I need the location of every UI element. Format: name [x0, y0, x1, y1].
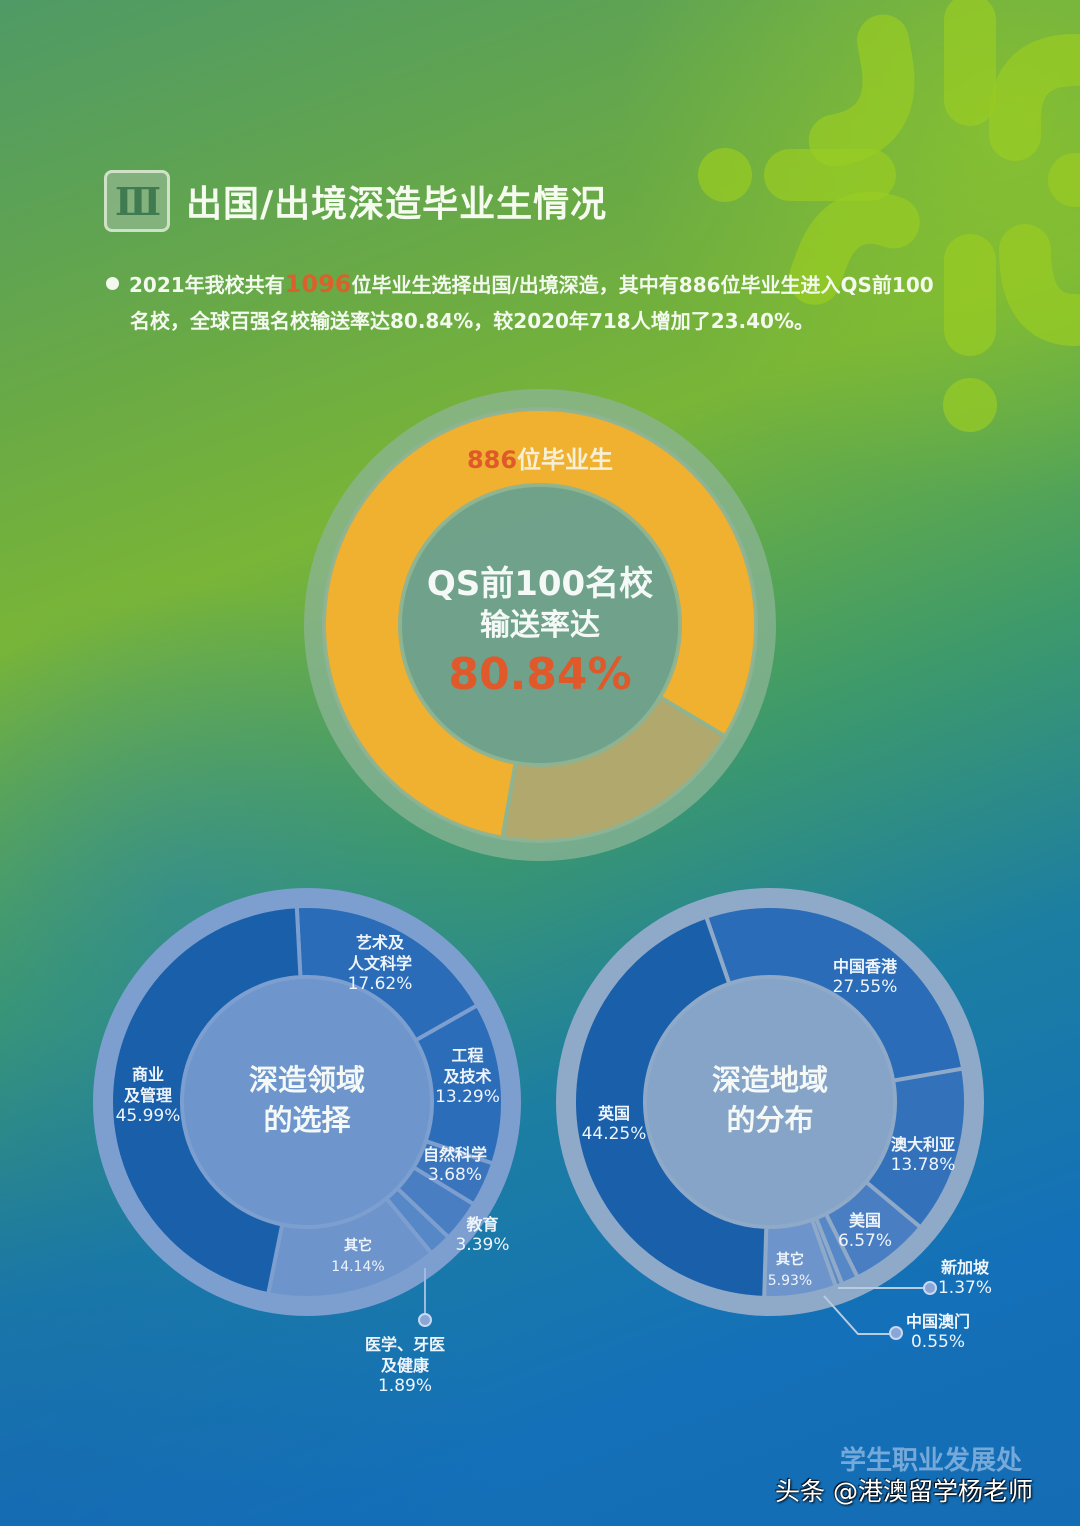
org-watermark: 学生职业发展处: [840, 1446, 1023, 1476]
donut-segment: [572, 914, 769, 1300]
donut-segment: [109, 904, 303, 1297]
decorative-logo-pattern: [698, 0, 1080, 432]
top-donut-label: 886位毕业生: [440, 440, 640, 475]
intro-highlight-number: 1096: [284, 270, 352, 298]
field-center-line1: 深造领域: [248, 1063, 365, 1097]
top-center-line1: QS前100名校: [426, 564, 654, 604]
section-numeral: Ⅲ: [114, 178, 161, 224]
top-label-text: 位毕业生: [517, 446, 614, 474]
platform-watermark: 头条 @港澳留学杨老师: [775, 1477, 1033, 1506]
donut-segment: [322, 407, 758, 841]
section-header: Ⅲ 出国/出境深造毕业生情况: [104, 170, 607, 232]
intro-paragraph: 2021年我校共有1096位毕业生选择出国/出境深造，其中有886位毕业生进入Q…: [106, 266, 966, 339]
donut-segment: [703, 904, 966, 1083]
intro-text-part1: 2021年我校共有: [129, 273, 285, 297]
top-label-number: 886: [466, 446, 518, 474]
region-donut-center: 深造地域 的分布: [670, 1060, 870, 1140]
field-donut-center: 深造领域 的选择: [207, 1060, 407, 1140]
top-center-value: 80.84%: [448, 649, 632, 700]
intro-text-line2: 名校，全球百强名校输送率达80.84%，较2020年718人增加了23.40%。: [130, 309, 815, 333]
top-donut-center: QS前100名校 输送率达 80.84%: [400, 562, 680, 704]
region-center-line2: 的分布: [726, 1103, 814, 1137]
top-center-line2: 输送率达: [480, 608, 600, 643]
section-number-badge: Ⅲ: [104, 170, 170, 232]
field-center-line2: 的选择: [263, 1103, 351, 1137]
donut-segment: [500, 694, 728, 843]
page-title: 出国/出境深造毕业生情况: [186, 184, 608, 225]
intro-text-part2: 位毕业生选择出国/出境深造，其中有886位毕业生进入QS前100: [351, 273, 934, 297]
bullet-icon: [106, 277, 119, 290]
region-center-line1: 深造地域: [711, 1063, 828, 1097]
